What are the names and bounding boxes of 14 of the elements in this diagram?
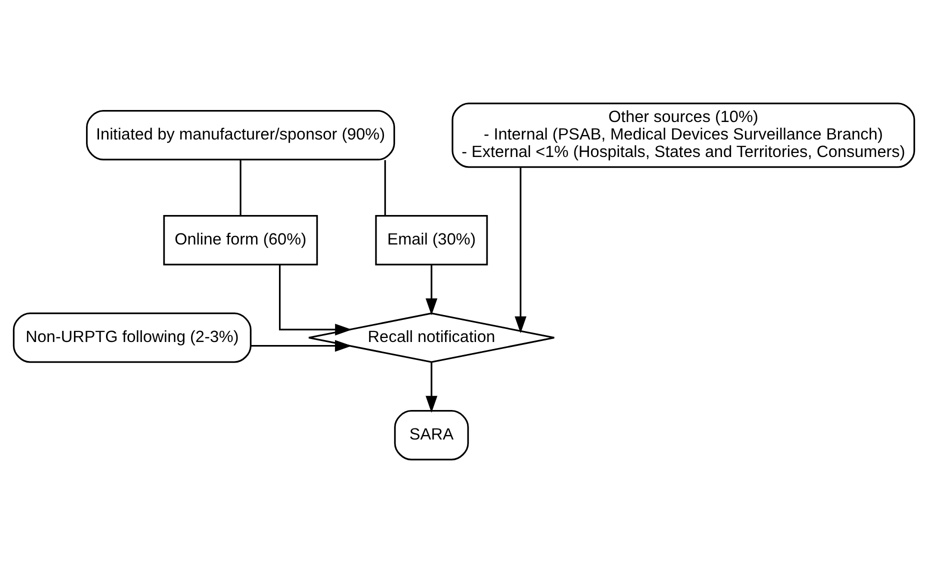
connector [240,160,242,216]
arrow [426,264,438,316]
node-box: Other sources (10%) - Internal (PSAB, Medical Devices Surveillance Branch) - External <1% (Hospitals, States and Territories, Consumers) [452,102,916,168]
node-box: Online form (60%) [163,215,318,266]
node-box: Initiated by manufacturer/sponsor (90%) [86,110,396,160]
node-box: Email (30%) [375,215,488,266]
node-box: SARA [394,410,469,460]
connector [384,160,386,216]
arrow [514,167,526,334]
node-diamond: Recall notification [308,312,555,363]
arrow [426,362,438,413]
arrow [250,340,352,352]
arrow [278,264,352,336]
node-box: Non-URPTG following (2-3%) [12,312,252,363]
